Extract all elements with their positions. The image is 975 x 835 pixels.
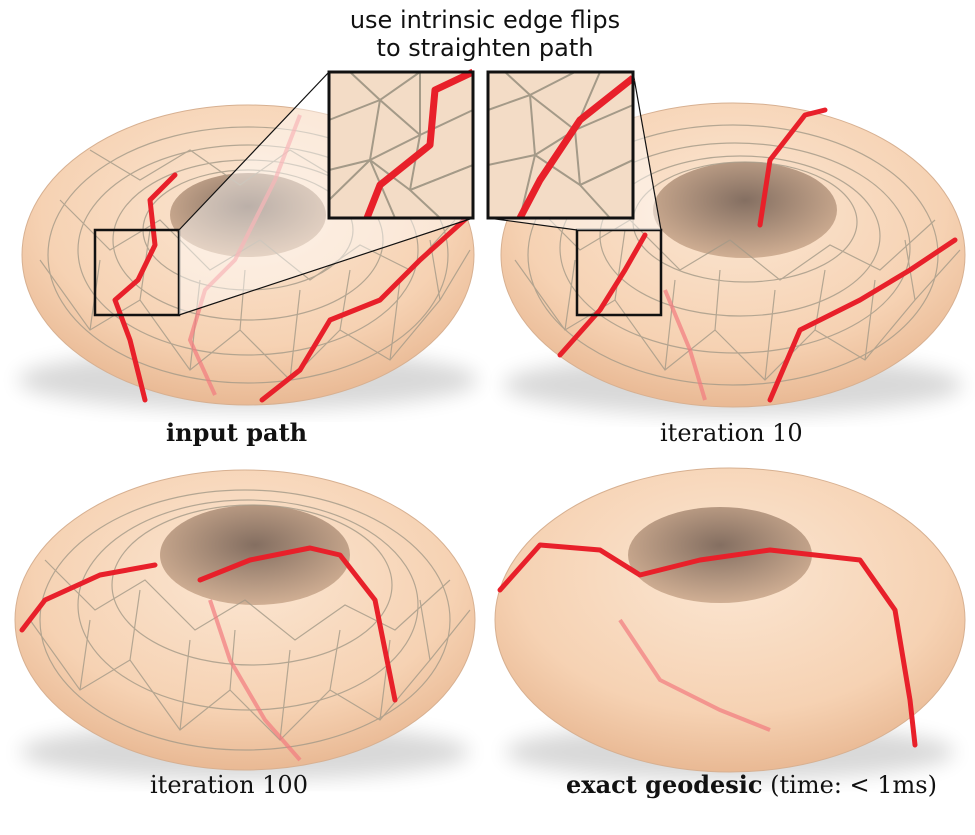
path-input bbox=[112, 172, 473, 403]
caption-iteration-100: iteration 100 bbox=[150, 770, 308, 799]
header-line-2: to straighten path bbox=[376, 34, 594, 62]
zoom-inset-input bbox=[327, 68, 475, 220]
figure-header: use intrinsic edge flips to straighten p… bbox=[300, 6, 670, 62]
path-zoom-iteration-10 bbox=[516, 75, 636, 220]
caption-exact-geodesic: exact geodesic (time: < 1ms) bbox=[566, 770, 937, 799]
header-line-1: use intrinsic edge flips bbox=[349, 6, 621, 34]
caption-input-path-bold: input path bbox=[166, 418, 308, 447]
path-zoom-input bbox=[363, 68, 475, 220]
zoom-inset-iteration-10 bbox=[486, 70, 636, 220]
caption-iteration-10-rest: iteration 10 bbox=[660, 419, 803, 447]
path-iteration-100 bbox=[19, 545, 398, 703]
inset-marker-input bbox=[93, 228, 181, 317]
caption-exact-geodesic-bold: exact geodesic bbox=[566, 770, 763, 799]
inset-marker-iteration-10 bbox=[575, 228, 663, 317]
caption-iteration-100-rest: iteration 100 bbox=[150, 771, 308, 799]
path-exact-geodesic bbox=[497, 542, 918, 748]
caption-input-path: input path bbox=[166, 418, 307, 447]
torus-panel-iteration-100 bbox=[14, 469, 476, 780]
caption-exact-geodesic-rest: (time: < 1ms) bbox=[762, 771, 937, 799]
path-iteration-10 bbox=[557, 107, 958, 403]
torus-panel-exact-geodesic bbox=[494, 467, 966, 780]
caption-iteration-10: iteration 10 bbox=[660, 418, 803, 447]
